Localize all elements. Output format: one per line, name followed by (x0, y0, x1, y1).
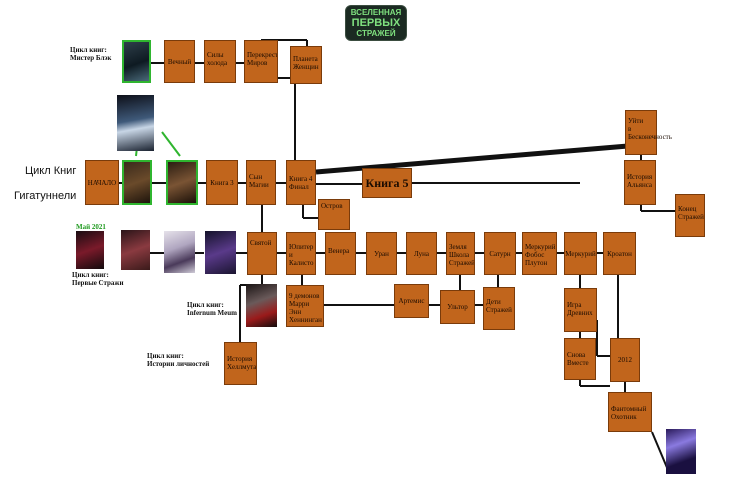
node-svyatoi[interactable]: Святой (247, 232, 277, 275)
node-venera[interactable]: Венера (325, 232, 356, 275)
node-2012[interactable]: 2012 (610, 338, 640, 382)
book-cover-first-guardians-4[interactable] (205, 231, 236, 274)
series-label-mister-blake: Цикл книг: Мистер Блэк (70, 46, 112, 62)
book-cover-book1[interactable] (122, 160, 152, 205)
node-merkury[interactable]: Меркурий (564, 232, 597, 275)
node-syn-magii[interactable]: Сын Магии (246, 160, 276, 205)
book-cover-infernum[interactable] (246, 284, 277, 327)
node-zemlya[interactable]: Земля Школа Стражей (446, 232, 475, 275)
node-merkury-fobos[interactable]: Меркурий Фобос Плутон (522, 232, 557, 275)
node-uiti[interactable]: Уйти в Бесконечность (625, 110, 672, 155)
book-cover-first-guardians-1[interactable] (76, 231, 104, 269)
node-artemis[interactable]: Артемис (394, 284, 429, 318)
node-vechny[interactable]: Вечный (164, 40, 195, 83)
node-yupiter[interactable]: Юпитер и Калисто (286, 232, 316, 275)
node-deti-strazhei[interactable]: Дети Стражей (483, 287, 515, 330)
logo-line3: СТРАЖЕЙ (356, 29, 396, 38)
node-igra-drevnikh[interactable]: Игра Древних (564, 288, 597, 332)
node-perekrestok[interactable]: Перекресток Миров (244, 40, 278, 83)
series-label-first-guardians: Цикл книг: Первые Стражи (72, 271, 124, 287)
node-sily-kholoda[interactable]: Силы холода (204, 40, 236, 83)
gigatunnels-label: Гигатуннели (14, 190, 77, 202)
node-nachalo[interactable]: НАЧАЛО (85, 160, 119, 205)
book-cover-book2[interactable] (166, 160, 198, 205)
series-label-stories: Цикл книг: Истории личностей (147, 352, 210, 368)
node-kniga5[interactable]: Книга 5 (362, 168, 412, 198)
book-cover-first-guardians-3[interactable] (164, 231, 195, 273)
logo-line1: ВСЕЛЕННАЯ (350, 8, 402, 17)
node-ultor[interactable]: Ультор (440, 290, 475, 324)
book-cover-first-guardians-2[interactable] (121, 230, 150, 270)
series-label-infernum: Цикл книг: Infernum Meum (187, 301, 237, 317)
node-istoria-kheilmuta[interactable]: История Хеллмута (224, 342, 257, 385)
node-snova-vmeste[interactable]: Снова Вместе (564, 338, 596, 380)
release-date-label: Май 2021 (76, 223, 106, 231)
node-uran[interactable]: Уран (366, 232, 397, 275)
node-devyat-demonov[interactable]: 9 демонов Марри Энн Хеннинган (286, 285, 324, 327)
node-istoria-alyansa[interactable]: История Альянса (624, 160, 656, 205)
node-luna[interactable]: Луна (406, 232, 437, 275)
book-cover-phantom-hunter[interactable] (666, 429, 696, 474)
universe-logo: ВСЕЛЕННАЯ ПЕРВЫХ СТРАЖЕЙ (345, 5, 407, 41)
node-konets-strazhei[interactable]: Конец Стражей (675, 194, 705, 237)
book-cover-mister-blake[interactable] (122, 40, 151, 83)
node-fantomny[interactable]: Фантомный Охотник (608, 392, 652, 432)
node-planeta[interactable]: Планета Женщин (290, 46, 322, 84)
node-ostrov[interactable]: Остров (318, 199, 350, 230)
cycle-books-label: Цикл Книг (25, 165, 77, 177)
node-kniga3[interactable]: Книга 3 (206, 160, 238, 205)
logo-line2: ПЕРВЫХ (351, 17, 401, 29)
book-cover-first-guardians-featured[interactable] (117, 95, 154, 151)
node-kroaton[interactable]: Кроатон (603, 232, 636, 275)
node-kniga4[interactable]: Книга 4 Финал (286, 160, 316, 205)
node-saturn[interactable]: Сатурн (484, 232, 516, 275)
